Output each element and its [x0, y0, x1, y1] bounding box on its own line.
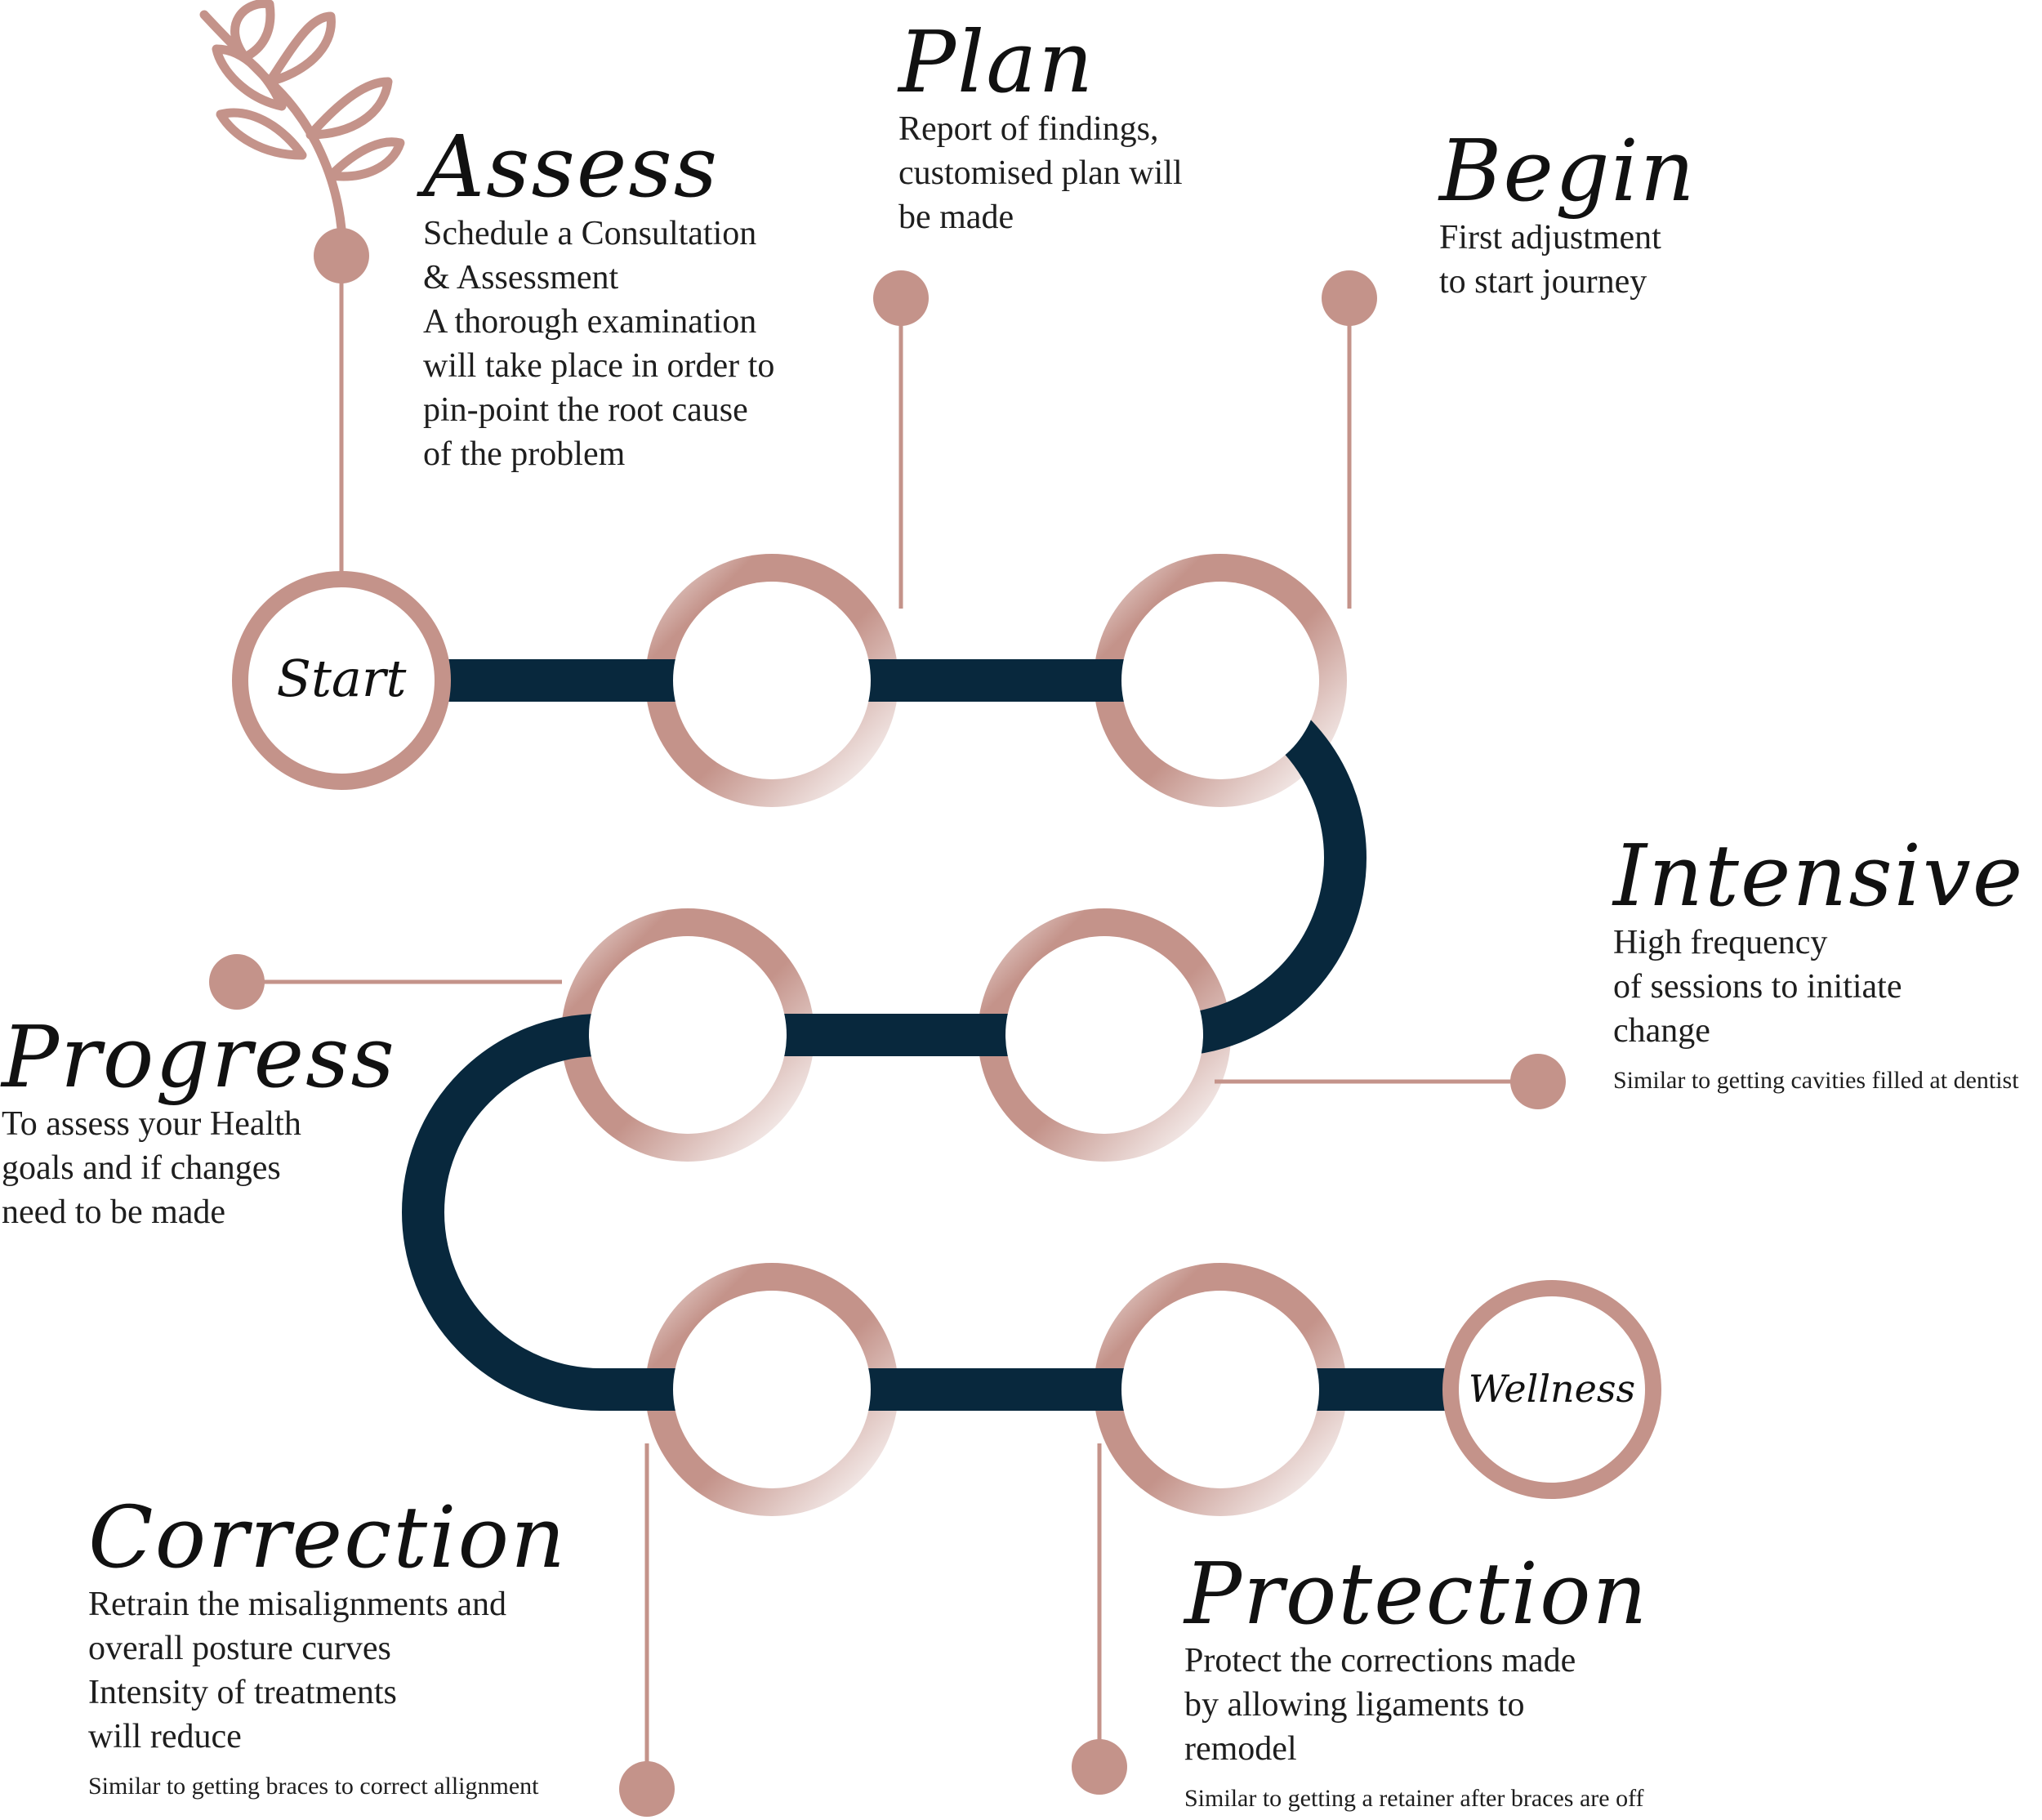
step-line: & Assessment [423, 256, 774, 300]
step-line: will reduce [88, 1715, 567, 1759]
wellness-label: Wellness [1469, 1367, 1635, 1411]
step-line: Protect the corrections made [1184, 1639, 1649, 1683]
step-line: change [1613, 1009, 2024, 1053]
step-line: High frequency [1613, 921, 2024, 965]
step-line: First adjustment [1439, 216, 1696, 260]
step-title: Begin [1439, 127, 1696, 216]
step-note: Similar to getting braces to correct all… [88, 1770, 567, 1803]
step-line: will take place in order to [423, 344, 774, 388]
waypoint-node-progress [589, 936, 787, 1134]
step-plan: Plan Report of findings,customised plan … [898, 18, 1183, 239]
step-line: be made [898, 195, 1183, 239]
step-title: Intensive [1613, 832, 2024, 921]
step-assess: Assess Schedule a Consultation& Assessme… [423, 123, 774, 476]
progress-marker-dot [209, 954, 265, 1010]
waypoint-node-correction [673, 1291, 871, 1488]
step-title: Progress [2, 1013, 396, 1102]
start-label: Start [277, 649, 407, 708]
step-title: Protection [1184, 1550, 1649, 1639]
step-line: overall posture curves [88, 1626, 567, 1671]
step-title: Correction [88, 1493, 567, 1582]
step-line: of sessions to initiate [1613, 965, 2024, 1009]
step-note: Similar to getting cavities filled at de… [1613, 1064, 2024, 1097]
step-line: goals and if changes [2, 1146, 396, 1190]
step-line: Intensity of treatments [88, 1671, 567, 1715]
step-title: Assess [423, 123, 774, 212]
step-line: Report of findings, [898, 107, 1183, 151]
step-line: of the problem [423, 432, 774, 476]
step-correction: Correction Retrain the misalignments and… [88, 1493, 567, 1803]
step-line: Schedule a Consultation [423, 212, 774, 256]
step-line: remodel [1184, 1727, 1649, 1771]
step-line: need to be made [2, 1190, 396, 1234]
step-line: customised plan will [898, 151, 1183, 195]
waypoint-node-plan [673, 582, 871, 779]
step-line: A thorough examination [423, 300, 774, 344]
intensive-marker-dot [1510, 1054, 1566, 1109]
assess-marker-dot [314, 228, 369, 283]
leaf-sprig-icon [204, 3, 400, 229]
step-note: Similar to getting a retainer after brac… [1184, 1782, 1649, 1815]
begin-marker-dot [1322, 270, 1377, 326]
step-line: to start journey [1439, 260, 1696, 304]
step-line: pin-point the root cause [423, 388, 774, 432]
waypoint-node-begin [1121, 582, 1319, 779]
waypoint-node-protection [1121, 1291, 1319, 1488]
correction-marker-dot [619, 1761, 675, 1817]
step-line: by allowing ligaments to [1184, 1683, 1649, 1727]
step-line: To assess your Health [2, 1102, 396, 1146]
waypoint-node-intensive [1005, 936, 1203, 1134]
step-title: Plan [898, 18, 1183, 107]
protection-marker-dot [1072, 1739, 1127, 1795]
step-line: Retrain the misalignments and [88, 1582, 567, 1626]
plan-marker-dot [873, 270, 929, 326]
